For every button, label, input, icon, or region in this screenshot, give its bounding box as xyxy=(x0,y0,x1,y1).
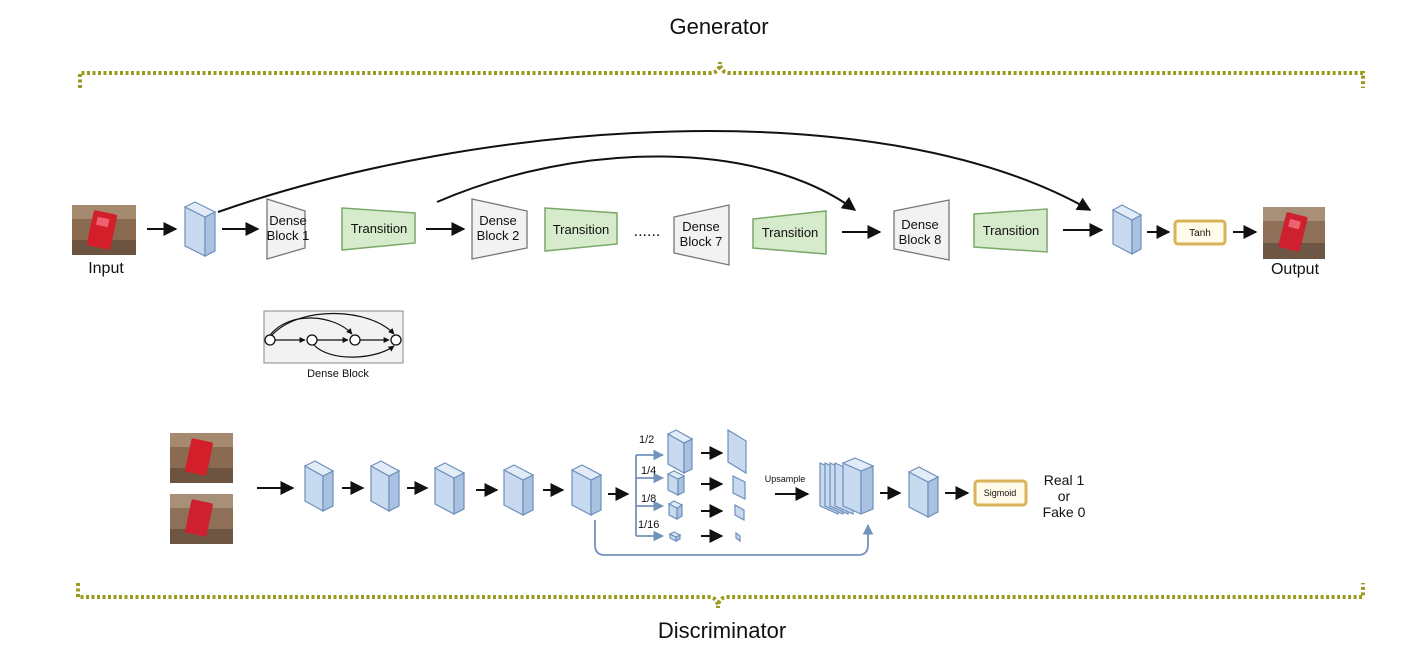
pyramid-cube-1-4 xyxy=(666,470,686,496)
input-label: Input xyxy=(88,260,124,277)
generator-conv-cube-1 xyxy=(183,201,217,257)
transition-1: Transition xyxy=(341,207,416,251)
disc-cube-5 xyxy=(570,464,603,516)
dense-block-inset xyxy=(263,310,404,364)
output-label: Output xyxy=(1271,261,1320,278)
dense-block-2-line2: Block 2 xyxy=(477,228,520,243)
pooled-slice-1 xyxy=(727,428,747,475)
dense-block-1-line2: Block 1 xyxy=(267,228,310,243)
disc-skip-connection xyxy=(594,520,874,556)
pyramid-cube-1-8 xyxy=(667,500,684,521)
tanh-activation: Tanh xyxy=(1173,219,1227,246)
disc-cube-3 xyxy=(433,462,466,515)
discriminator-title: Discriminator xyxy=(658,618,786,643)
dense-block-1: Dense Block 1 xyxy=(266,198,310,260)
transition-3: Transition xyxy=(752,210,827,255)
pyramid-cube-1-2 xyxy=(666,429,694,475)
disc-cube-final xyxy=(907,466,940,518)
generator-title: Generator xyxy=(669,14,768,39)
scale-1-8: 1/8 xyxy=(641,493,656,505)
pooled-slice-3 xyxy=(734,503,745,522)
ellipsis-dots: ...... xyxy=(634,223,661,240)
pyramid-cube-1-16 xyxy=(668,531,682,542)
scale-1-2: 1/2 xyxy=(639,434,654,446)
pooled-slice-2 xyxy=(732,475,746,500)
transition-4-label: Transition xyxy=(983,223,1040,238)
concat-stack xyxy=(819,457,875,515)
dense-block-7-line2: Block 7 xyxy=(680,234,723,249)
generator-conv-cube-2 xyxy=(1111,204,1143,256)
or-label: or xyxy=(1058,488,1071,504)
fake-label: Fake 0 xyxy=(1043,504,1086,520)
output-image xyxy=(1263,207,1325,259)
sigmoid-label: Sigmoid xyxy=(984,488,1017,498)
disc-cube-4 xyxy=(502,464,535,516)
dense-block-7-line1: Dense xyxy=(682,219,720,234)
dense-block-8: Dense Block 8 xyxy=(893,199,950,261)
discriminator-input-image-2 xyxy=(170,494,233,544)
tanh-label: Tanh xyxy=(1189,228,1211,239)
upsample-label: Upsample xyxy=(765,474,806,484)
skip-arc-inner xyxy=(436,155,857,211)
skip-arc-outer xyxy=(217,130,1092,213)
discriminator-brace xyxy=(76,583,1365,609)
transition-2: Transition xyxy=(544,207,618,252)
generator-brace xyxy=(78,61,1365,88)
scale-1-4: 1/4 xyxy=(641,465,656,477)
transition-4: Transition xyxy=(973,208,1048,253)
dense-block-8-line2: Block 8 xyxy=(899,232,942,247)
discriminator-input-image-1 xyxy=(170,433,233,483)
dense-block-2: Dense Block 2 xyxy=(471,198,528,260)
dense-block-caption: Dense Block xyxy=(307,368,369,380)
dense-block-1-line1: Dense xyxy=(269,213,307,228)
scale-1-16: 1/16 xyxy=(638,519,659,531)
dense-block-7: Dense Block 7 xyxy=(673,204,730,266)
sigmoid-activation: Sigmoid xyxy=(973,479,1028,507)
transition-1-label: Transition xyxy=(351,221,408,236)
transition-2-label: Transition xyxy=(553,222,610,237)
disc-cube-2 xyxy=(369,460,401,513)
transition-3-label: Transition xyxy=(762,225,819,240)
dense-block-2-line1: Dense xyxy=(479,213,517,228)
pooled-slice-4 xyxy=(735,531,741,543)
input-image xyxy=(72,205,136,255)
disc-cube-1 xyxy=(303,460,335,513)
real-label: Real 1 xyxy=(1044,472,1085,488)
dense-block-8-line1: Dense xyxy=(901,217,939,232)
